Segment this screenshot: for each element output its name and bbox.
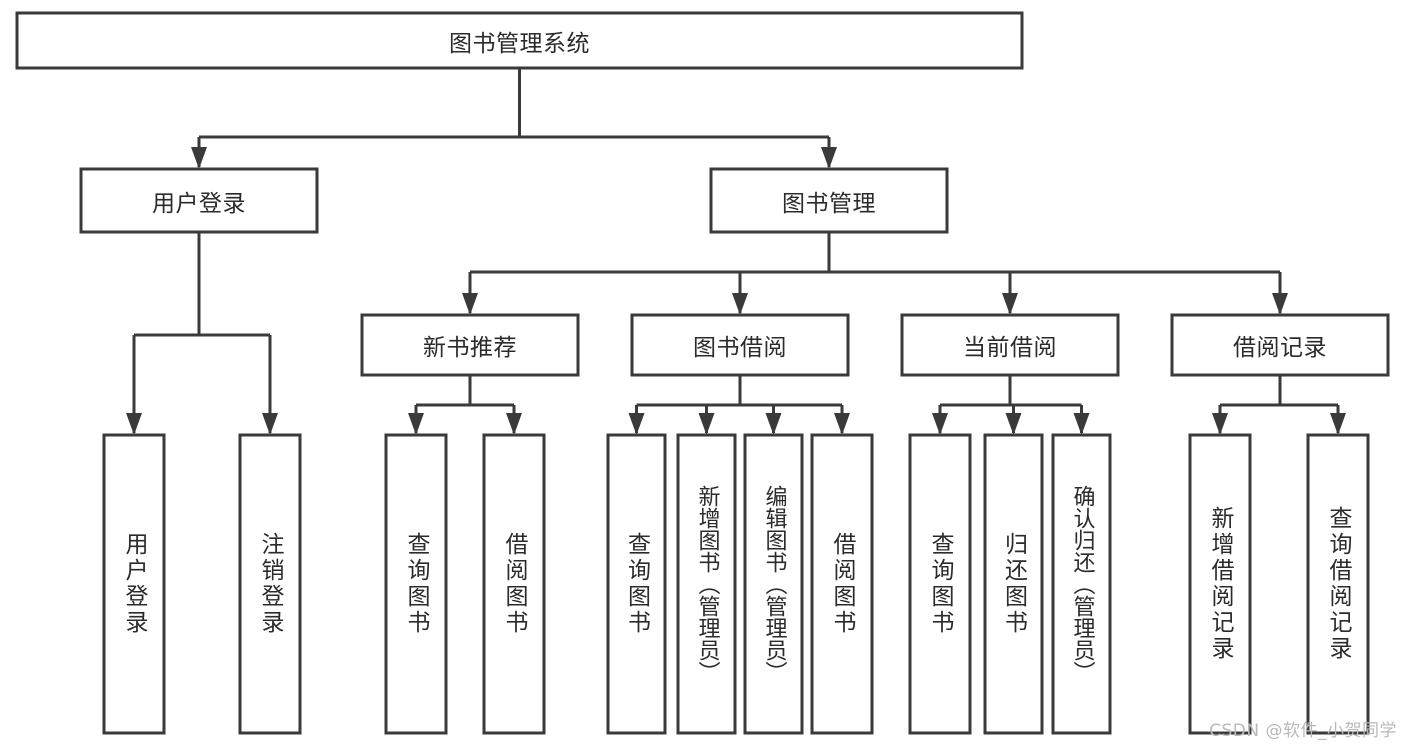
arrow-head-user-login <box>191 147 207 169</box>
arrow-head-new-book-recommend <box>462 293 478 315</box>
arrow-head-leaf-add-record <box>1212 413 1228 435</box>
arrow-head-leaf-query-book-1 <box>408 413 424 435</box>
arrow-head-book-borrow <box>732 293 748 315</box>
arrow-head-leaf-user-login <box>126 413 142 435</box>
node-box-leaf-add-record[interactable] <box>1188 433 1252 735</box>
node-box-leaf-user-login[interactable] <box>102 433 166 735</box>
node-box-book-manage[interactable] <box>709 167 949 234</box>
arrow-head-leaf-borrow-book-1 <box>506 413 522 435</box>
arrow-head-current-borrow <box>1002 293 1018 315</box>
node-box-borrow-record[interactable] <box>1170 313 1390 377</box>
node-box-leaf-query-record[interactable] <box>1306 433 1370 735</box>
arrow-head-leaf-query-book-2 <box>628 413 645 435</box>
node-box-leaf-add-book[interactable] <box>676 433 737 735</box>
box-layer <box>15 11 1390 735</box>
node-box-leaf-return-book[interactable] <box>983 433 1044 735</box>
node-box-leaf-confirm-return[interactable] <box>1051 433 1112 735</box>
node-box-leaf-query-book-2[interactable] <box>606 433 667 735</box>
node-box-book-borrow[interactable] <box>630 313 850 377</box>
connector-layer <box>126 68 1346 435</box>
arrow-head-leaf-add-book <box>698 413 715 435</box>
node-box-leaf-query-book-3[interactable] <box>908 433 972 735</box>
arrow-head-leaf-query-book-3 <box>932 413 948 435</box>
node-box-user-login[interactable] <box>79 167 319 234</box>
arrow-head-book-manage <box>821 147 837 169</box>
node-box-new-book-recommend[interactable] <box>360 313 580 377</box>
node-box-current-borrow[interactable] <box>900 313 1120 377</box>
node-box-leaf-borrow-book-2[interactable] <box>810 433 874 735</box>
arrow-head-leaf-query-record <box>1330 413 1346 435</box>
arrow-head-leaf-user-logout <box>262 413 278 435</box>
node-box-leaf-borrow-book-1[interactable] <box>482 433 546 735</box>
watermark-text: CSDN @软件_小贺同学 <box>1209 721 1397 741</box>
node-box-leaf-query-book-1[interactable] <box>384 433 448 735</box>
arrow-head-borrow-record <box>1272 293 1288 315</box>
arrow-head-leaf-return-book <box>1005 413 1022 435</box>
node-box-leaf-user-logout[interactable] <box>238 433 302 735</box>
arrow-head-leaf-edit-book <box>765 413 782 435</box>
node-box-leaf-edit-book[interactable] <box>743 433 804 735</box>
node-box-root[interactable] <box>15 11 1024 70</box>
arrow-head-leaf-confirm-return <box>1073 413 1090 435</box>
arrow-head-leaf-borrow-book-2 <box>834 413 850 435</box>
